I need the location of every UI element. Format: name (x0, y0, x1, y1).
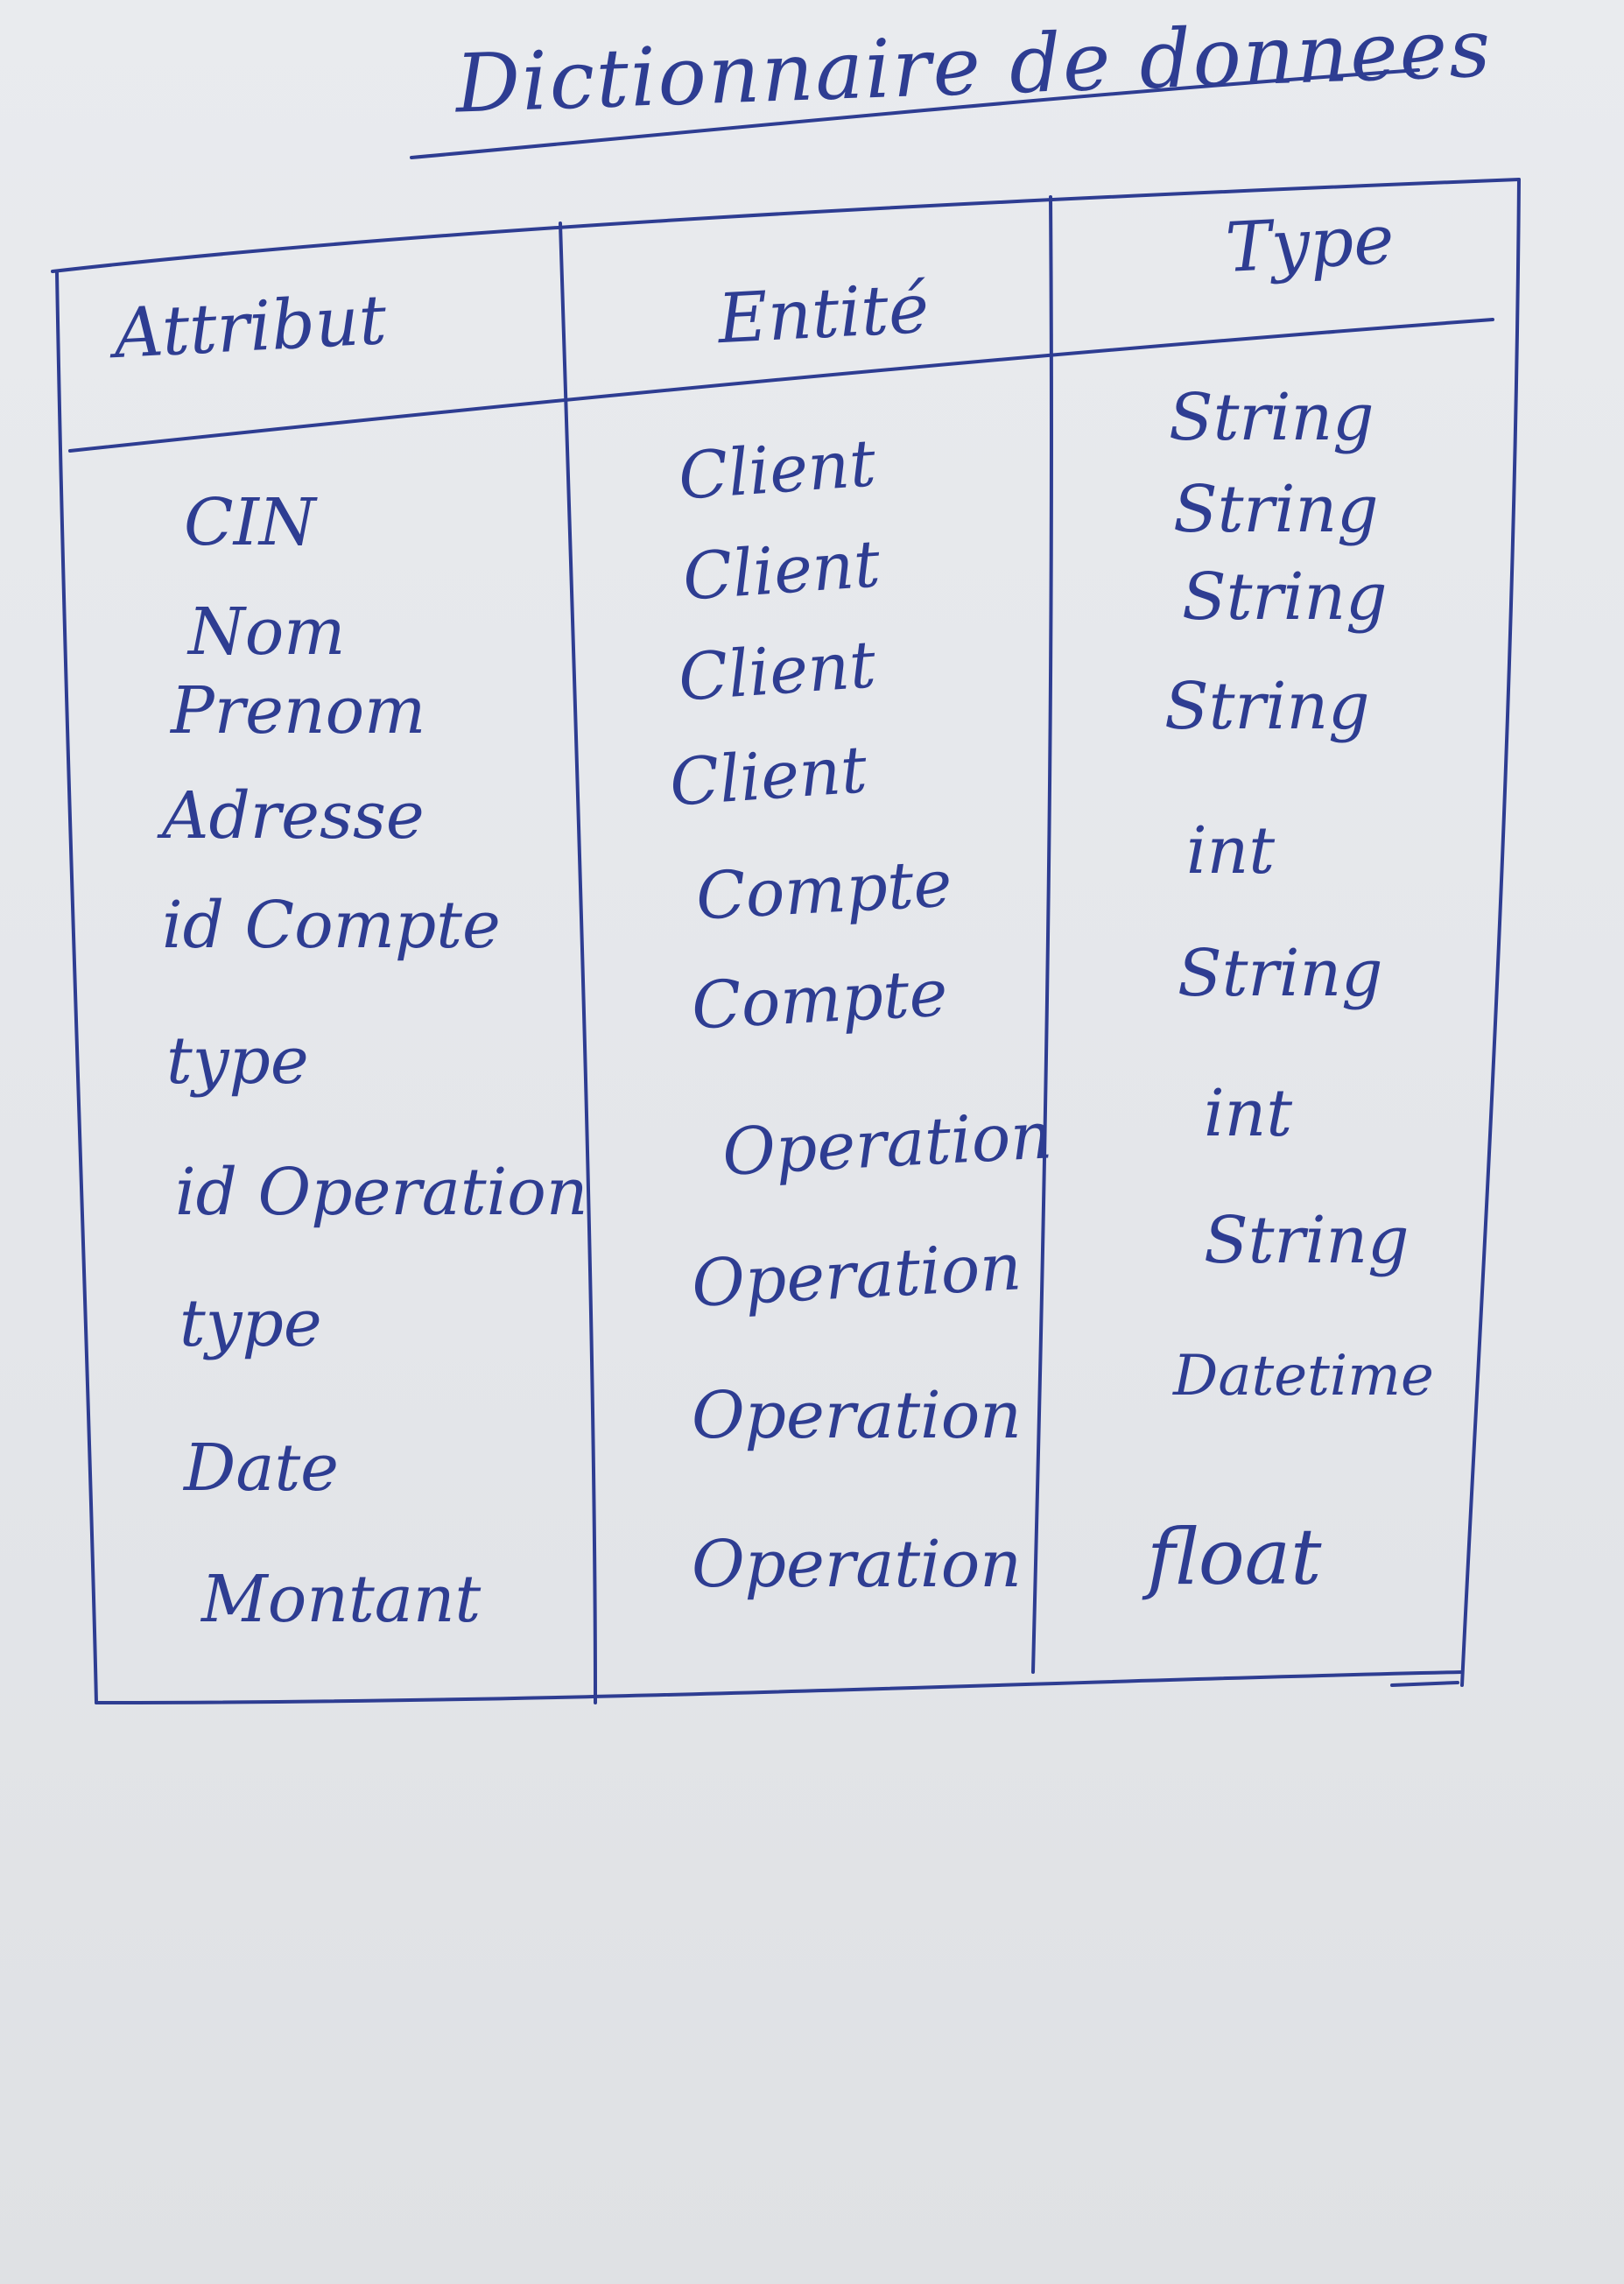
header-entite: Entité (715, 269, 932, 360)
column-divider-1 (559, 221, 597, 1704)
cell-entite-6: Compte (689, 955, 950, 1044)
cell-entite-10: Operation (692, 1527, 1022, 1602)
cell-attribut-5: id Compte (162, 888, 501, 963)
cell-entite-2: Client (680, 526, 882, 615)
cell-type-9: Datetime (1173, 1344, 1434, 1409)
bottom-border-tick (1390, 1681, 1459, 1687)
header-attribut: Attribut (111, 280, 389, 375)
cell-entite-7: Operation (721, 1098, 1054, 1191)
cell-type-2: String (1173, 472, 1379, 547)
cell-attribut-10: Montant (201, 1562, 482, 1637)
cell-entite-5: Compte (693, 846, 954, 935)
cell-entite-3: Client (676, 627, 878, 716)
cell-type-3: String (1182, 559, 1388, 635)
cell-attribut-3: Prenom (171, 673, 426, 748)
cell-type-8: String (1204, 1203, 1410, 1278)
table-right-border (1460, 178, 1521, 1687)
cell-attribut-8: type (179, 1286, 322, 1361)
cell-entite-8: Operation (690, 1229, 1023, 1322)
table-left-border (55, 270, 98, 1704)
cell-entite-9: Operation (692, 1378, 1022, 1453)
header-type: Type (1223, 200, 1396, 288)
title-underline (410, 68, 1420, 159)
cell-attribut-6: type (166, 1023, 309, 1099)
table-bottom-border (95, 1670, 1464, 1704)
table-top-border (51, 178, 1521, 273)
cell-attribut-2: Nom (188, 594, 346, 670)
cell-attribut-1: CIN (184, 485, 316, 560)
cell-attribut-9: Date (184, 1430, 339, 1506)
cell-type-4: String (1164, 669, 1370, 744)
cell-type-7: int (1204, 1076, 1293, 1151)
cell-type-10: float (1147, 1512, 1322, 1602)
cell-entite-4: Client (667, 732, 869, 821)
column-divider-2 (1031, 195, 1053, 1674)
cell-type-5: int (1186, 813, 1276, 889)
cell-type-6: String (1178, 936, 1383, 1011)
cell-attribut-7: id Operation (175, 1155, 588, 1230)
cell-attribut-4: Adresse (162, 778, 425, 854)
header-separator (68, 318, 1494, 453)
cell-entite-1: Client (676, 425, 878, 515)
cell-type-1: String (1169, 380, 1374, 455)
